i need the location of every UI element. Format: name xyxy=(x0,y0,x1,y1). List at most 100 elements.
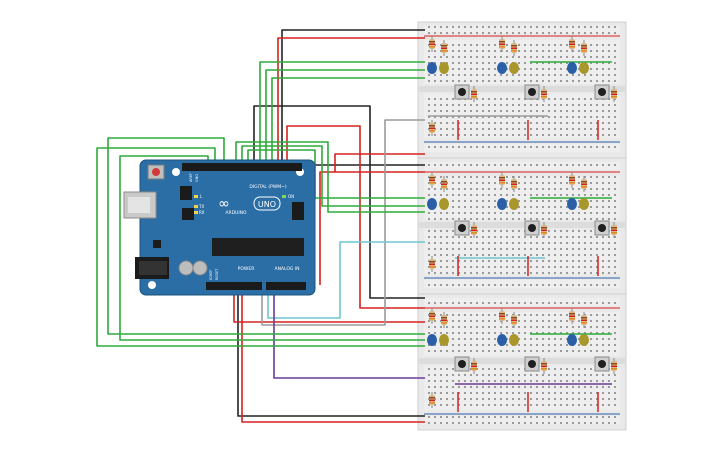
led[interactable] xyxy=(439,198,449,210)
resistor[interactable] xyxy=(569,308,575,324)
wire-green[interactable] xyxy=(241,145,425,207)
led[interactable] xyxy=(579,334,589,346)
push-button[interactable] xyxy=(594,220,610,236)
push-button[interactable] xyxy=(524,84,540,100)
wire-red[interactable] xyxy=(277,37,425,165)
wire-cyan[interactable] xyxy=(267,241,425,319)
wire-green[interactable] xyxy=(265,69,425,165)
push-button[interactable] xyxy=(524,356,540,372)
analog-header[interactable] xyxy=(266,282,306,290)
led[interactable] xyxy=(427,62,437,74)
resistor[interactable] xyxy=(611,358,617,374)
on-label: ON xyxy=(288,194,294,199)
resistor[interactable] xyxy=(471,358,477,374)
led[interactable] xyxy=(579,198,589,210)
wire-red[interactable] xyxy=(233,285,425,323)
resistor[interactable] xyxy=(611,222,617,238)
resistor[interactable] xyxy=(581,312,587,328)
power-rail-top xyxy=(424,298,620,306)
push-button[interactable] xyxy=(594,356,610,372)
power-rail-bottom xyxy=(424,144,620,152)
digital-header[interactable] xyxy=(182,163,302,171)
power-label: POWER xyxy=(238,266,255,272)
breadboard-1[interactable] xyxy=(417,21,627,159)
led[interactable] xyxy=(497,334,507,346)
push-button[interactable] xyxy=(454,84,470,100)
wire-green[interactable] xyxy=(107,137,425,335)
push-button[interactable] xyxy=(524,220,540,236)
resistor[interactable] xyxy=(429,172,435,188)
arduino-uno-board[interactable]: ∞ ARDUINO UNO DIGITAL (PWM~) POWER ANALO… xyxy=(123,159,316,296)
resistor[interactable] xyxy=(441,312,447,328)
led[interactable] xyxy=(567,334,577,346)
led[interactable] xyxy=(497,198,507,210)
resistor[interactable] xyxy=(429,308,435,324)
wire-red[interactable] xyxy=(319,171,425,285)
resistor[interactable] xyxy=(429,392,435,408)
led[interactable] xyxy=(509,62,519,74)
wire-green[interactable] xyxy=(119,155,425,341)
led[interactable] xyxy=(439,62,449,74)
led[interactable] xyxy=(427,198,437,210)
reset-button[interactable] xyxy=(152,168,160,176)
led[interactable] xyxy=(439,334,449,346)
wire-red[interactable] xyxy=(241,285,425,423)
led[interactable] xyxy=(497,62,507,74)
arduino-brand-text: ARDUINO xyxy=(225,210,247,216)
led[interactable] xyxy=(567,198,577,210)
resistor[interactable] xyxy=(581,40,587,56)
resistor[interactable] xyxy=(569,36,575,52)
center-channel xyxy=(418,86,626,92)
resistor[interactable] xyxy=(541,86,547,102)
resistor[interactable] xyxy=(471,86,477,102)
resistor[interactable] xyxy=(541,222,547,238)
power-rail-bottom xyxy=(424,280,620,288)
resistor[interactable] xyxy=(499,36,505,52)
breadboard-2[interactable] xyxy=(417,157,627,295)
gnd-label: GND xyxy=(195,174,199,182)
power-header[interactable] xyxy=(206,282,262,290)
atmega-chip xyxy=(212,238,304,256)
resistor[interactable] xyxy=(499,172,505,188)
center-channel xyxy=(418,358,626,364)
resistor[interactable] xyxy=(429,36,435,52)
resistor[interactable] xyxy=(581,176,587,192)
resistor[interactable] xyxy=(429,256,435,272)
wire-green[interactable] xyxy=(96,147,425,347)
resistor[interactable] xyxy=(441,176,447,192)
resistor[interactable] xyxy=(541,358,547,374)
resistor[interactable] xyxy=(511,40,517,56)
wire-black[interactable] xyxy=(253,105,425,299)
wire-purple[interactable] xyxy=(273,285,425,379)
power-rail-top xyxy=(424,162,620,170)
push-button[interactable] xyxy=(454,356,470,372)
wire-green[interactable] xyxy=(271,77,425,165)
resistor[interactable] xyxy=(511,312,517,328)
led[interactable] xyxy=(427,334,437,346)
center-channel xyxy=(418,222,626,228)
wire-gray[interactable] xyxy=(261,119,425,326)
resistor[interactable] xyxy=(441,40,447,56)
wire-green[interactable] xyxy=(235,141,425,213)
wire-black[interactable] xyxy=(237,285,425,417)
resistor[interactable] xyxy=(569,172,575,188)
resistor[interactable] xyxy=(471,222,477,238)
resistor[interactable] xyxy=(511,176,517,192)
wire-green[interactable] xyxy=(259,61,425,165)
resistor[interactable] xyxy=(499,308,505,324)
wire-green[interactable] xyxy=(247,149,425,199)
wire-red[interactable] xyxy=(334,153,425,172)
resistor[interactable] xyxy=(611,86,617,102)
resistor[interactable] xyxy=(429,120,435,136)
led[interactable] xyxy=(567,62,577,74)
breadboard-3[interactable] xyxy=(417,293,627,431)
wire-black[interactable] xyxy=(281,29,425,165)
led[interactable] xyxy=(579,62,589,74)
push-button[interactable] xyxy=(594,84,610,100)
uno-model-text: UNO xyxy=(258,200,276,209)
led[interactable] xyxy=(509,198,519,210)
led[interactable] xyxy=(509,334,519,346)
push-button[interactable] xyxy=(454,220,470,236)
wire-red[interactable] xyxy=(286,125,425,309)
